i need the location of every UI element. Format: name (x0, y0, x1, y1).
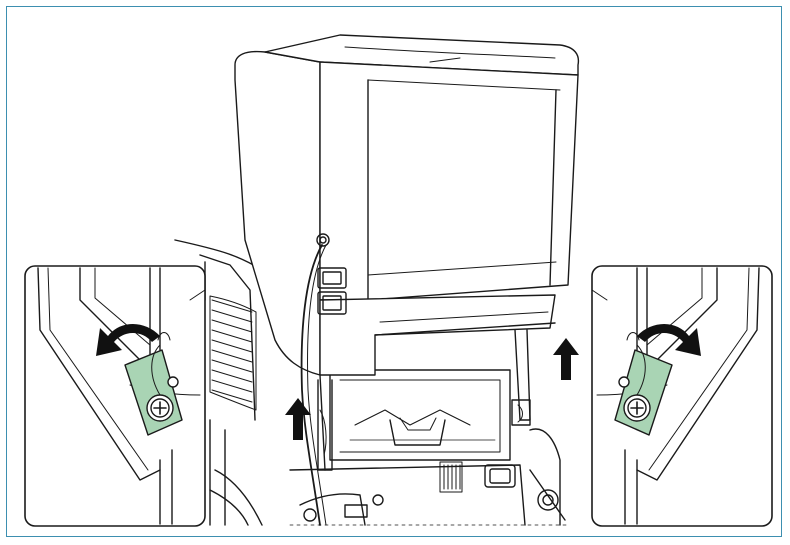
rotate-clockwise-arrow-icon (637, 324, 701, 356)
phillips-screw-icon (146, 394, 174, 422)
phillips-screw-icon (623, 394, 651, 422)
cable-clip (316, 233, 330, 247)
right-inset-detail (591, 265, 773, 527)
rear-port-vent (439, 461, 463, 493)
left-inset-detail (24, 265, 206, 527)
power-inlet-icon (317, 291, 347, 315)
rotate-counterclockwise-arrow-icon (96, 324, 160, 356)
printer-upper-unit (234, 34, 580, 526)
side-vent (209, 295, 257, 411)
power-inlet-icon (484, 464, 516, 488)
up-arrow-icon (553, 338, 579, 380)
power-switch (317, 267, 347, 289)
up-arrow-icon (285, 398, 311, 440)
